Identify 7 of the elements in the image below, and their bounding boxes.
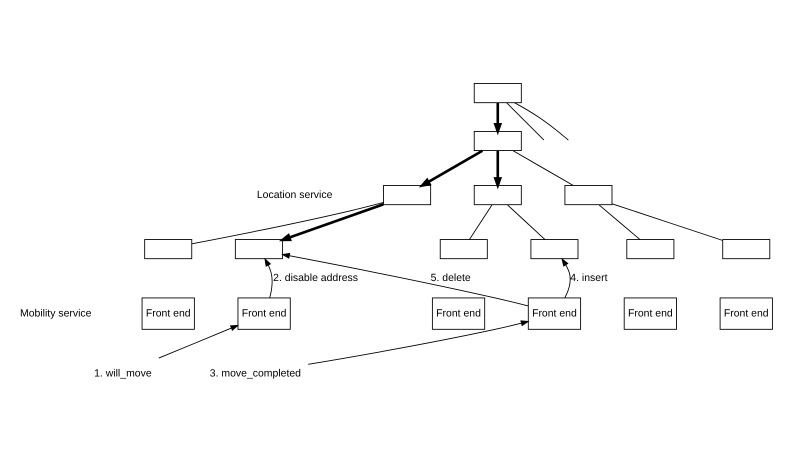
node-text: 3. move_completed — [210, 368, 302, 380]
label: Location service — [256, 189, 332, 200]
edge-label: 2. disable address — [273, 272, 358, 284]
edge-label: 5. delete — [430, 272, 471, 284]
edge-label: 4. insert — [570, 272, 608, 284]
label: Mobility service — [20, 308, 92, 319]
node-text: 1. will_move — [94, 368, 152, 380]
